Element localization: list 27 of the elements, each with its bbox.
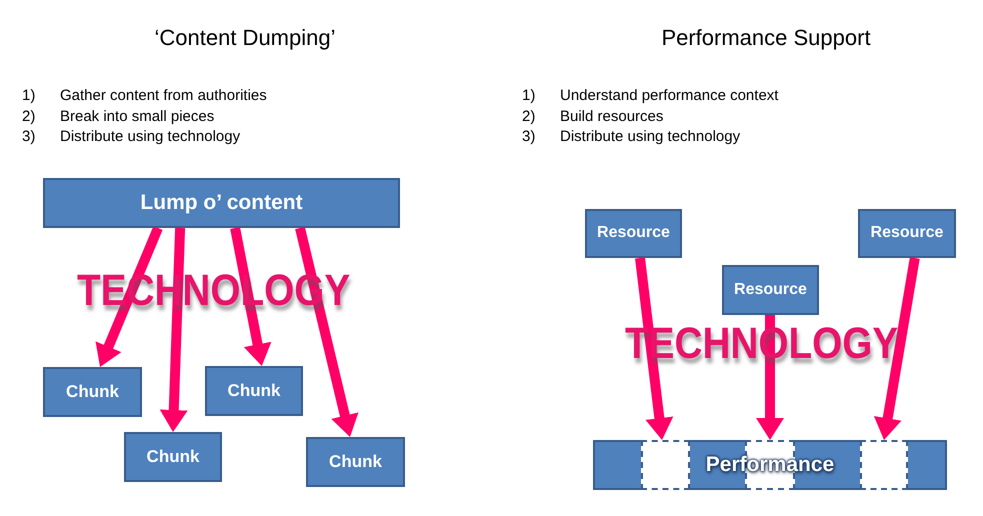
chunk-box: Chunk xyxy=(205,366,303,416)
panel-heading: Performance Support xyxy=(661,25,871,50)
list-item: Break into small pieces xyxy=(60,108,214,126)
list-number: 1) xyxy=(522,87,536,104)
panel-heading: ‘Content Dumping’ xyxy=(154,25,336,50)
content-box: Lump o’ content xyxy=(43,178,400,228)
list-number: 3) xyxy=(522,128,536,146)
list-item: Distribute using technology xyxy=(560,128,740,146)
arrow xyxy=(295,226,358,438)
arrow xyxy=(160,228,188,432)
chunk-box: Chunk xyxy=(306,437,405,487)
list-item: Gather content from authorities xyxy=(60,87,267,104)
list-item: Understand performance context xyxy=(560,87,778,104)
list-number: 2) xyxy=(22,108,36,126)
arrow xyxy=(874,257,920,441)
list-item: Distribute using technology xyxy=(60,128,240,146)
chunk-box: Chunk xyxy=(124,432,222,482)
performance-bar xyxy=(593,440,947,490)
arrow xyxy=(635,257,674,441)
resource-box: Resource xyxy=(722,265,819,315)
resource-box: Resource xyxy=(585,209,682,258)
list-item: Build resources xyxy=(560,108,664,126)
list-number: 2) xyxy=(522,108,536,126)
chunk-box: Chunk xyxy=(43,367,142,417)
resource-box: Resource xyxy=(858,209,956,258)
list-number: 3) xyxy=(22,128,36,146)
list-number: 1) xyxy=(22,87,36,104)
